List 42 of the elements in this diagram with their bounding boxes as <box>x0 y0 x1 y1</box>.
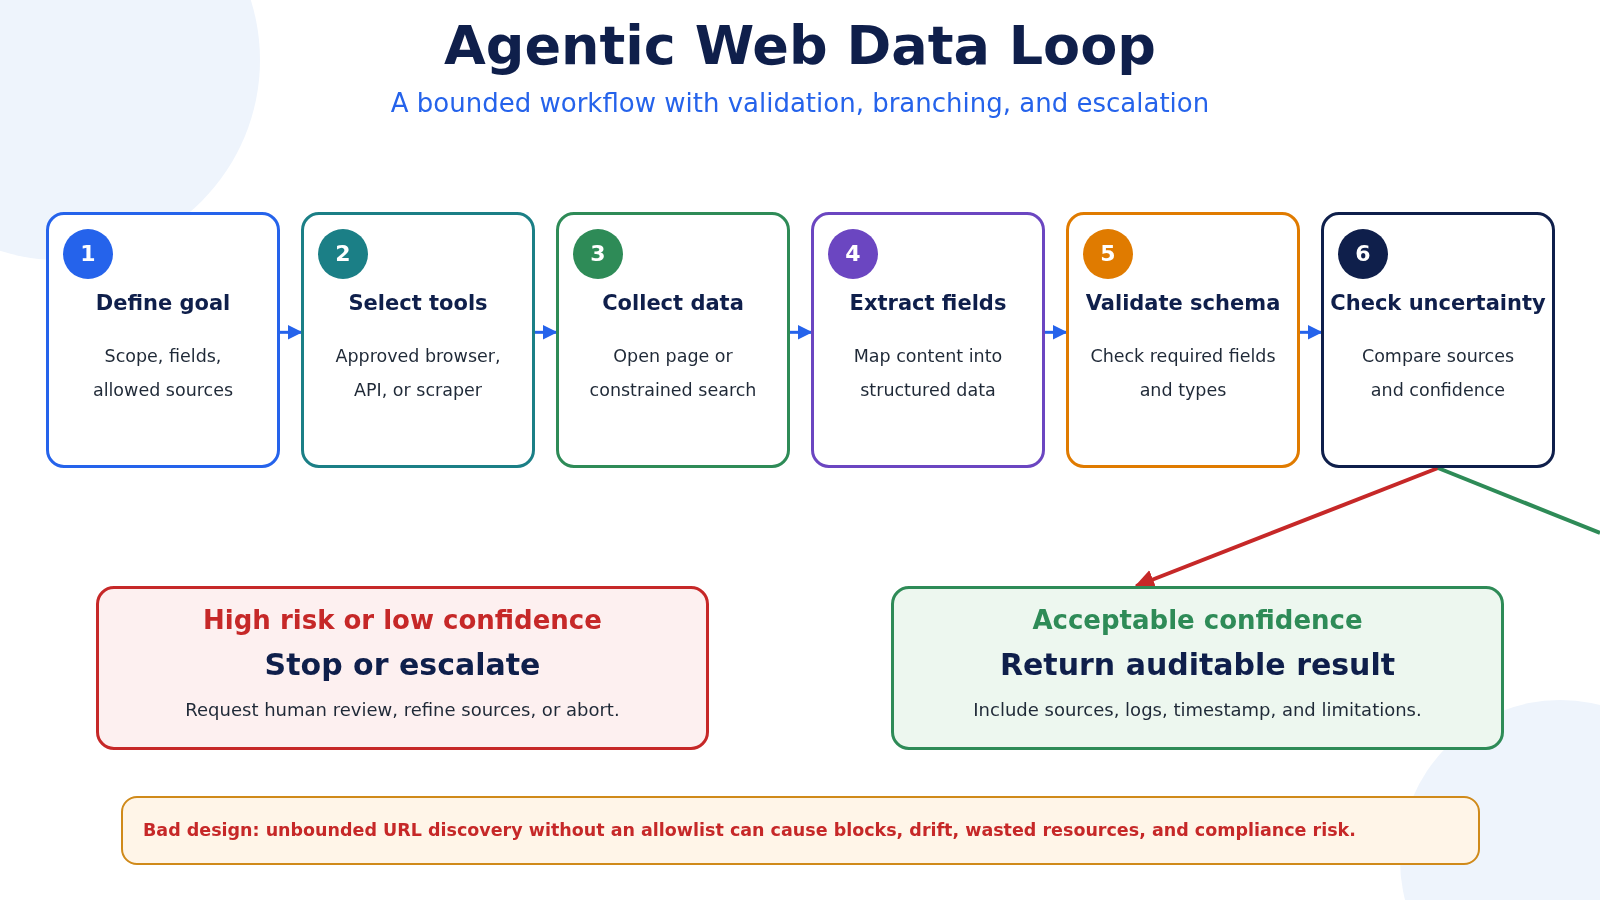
warning-text: Bad design: unbounded URL discovery without an allowlist can cause blocks, drift, wasted resources, and compliance risk. <box>143 820 1356 840</box>
step-card <box>301 212 535 468</box>
outcome-title: Stop or escalate <box>263 647 542 682</box>
arrow <box>790 324 813 340</box>
step-number-badge: 6 <box>1338 229 1388 279</box>
step-title: Extract fields <box>848 291 1008 315</box>
step-card <box>1066 212 1300 468</box>
step-number-badge: 5 <box>1083 229 1133 279</box>
step-title: Check uncertainty <box>1329 291 1547 315</box>
step-card <box>46 212 280 468</box>
step-title: Collect data <box>601 291 745 315</box>
connector-line <box>1437 466 1600 535</box>
step-description: Check required fields and types <box>1089 345 1277 402</box>
arrow <box>535 324 558 340</box>
outcome-description: Include sources, logs, timestamp, and limitations. <box>972 699 1423 720</box>
arrow <box>1045 324 1068 340</box>
step-title: Validate schema <box>1084 291 1282 315</box>
step-number-badge: 2 <box>318 229 368 279</box>
step-description: Open page or constrained search <box>588 345 758 402</box>
step-number-badge: 4 <box>828 229 878 279</box>
step-description: Scope, fields, allowed sources <box>91 345 235 402</box>
step-description: Map content into structured data <box>852 345 1004 402</box>
step-description: Compare sources and confidence <box>1360 345 1516 402</box>
step-card <box>556 212 790 468</box>
step-number-badge: 1 <box>63 229 113 279</box>
step-card <box>811 212 1045 468</box>
arrow <box>280 324 303 340</box>
step-number-badge: 3 <box>573 229 623 279</box>
outcome-condition: Acceptable confidence <box>1031 605 1364 635</box>
step-title: Select tools <box>347 291 489 315</box>
outcome-condition: High risk or low confidence <box>202 605 603 635</box>
outcome-title: Return auditable result <box>998 647 1397 682</box>
warning-banner <box>121 796 1480 865</box>
step-card <box>1321 212 1555 468</box>
step-description: Approved browser, API, or scraper <box>334 345 502 402</box>
subtitle: A bounded workflow with validation, branching, and escalation <box>389 88 1211 118</box>
title: Agentic Web Data Loop <box>443 14 1157 77</box>
arrow <box>1300 324 1323 340</box>
step-title: Define goal <box>94 291 232 315</box>
outcome-description: Request human review, refine sources, or abort. <box>184 699 621 720</box>
outcome-card <box>96 586 709 750</box>
outcome-card <box>891 586 1504 750</box>
